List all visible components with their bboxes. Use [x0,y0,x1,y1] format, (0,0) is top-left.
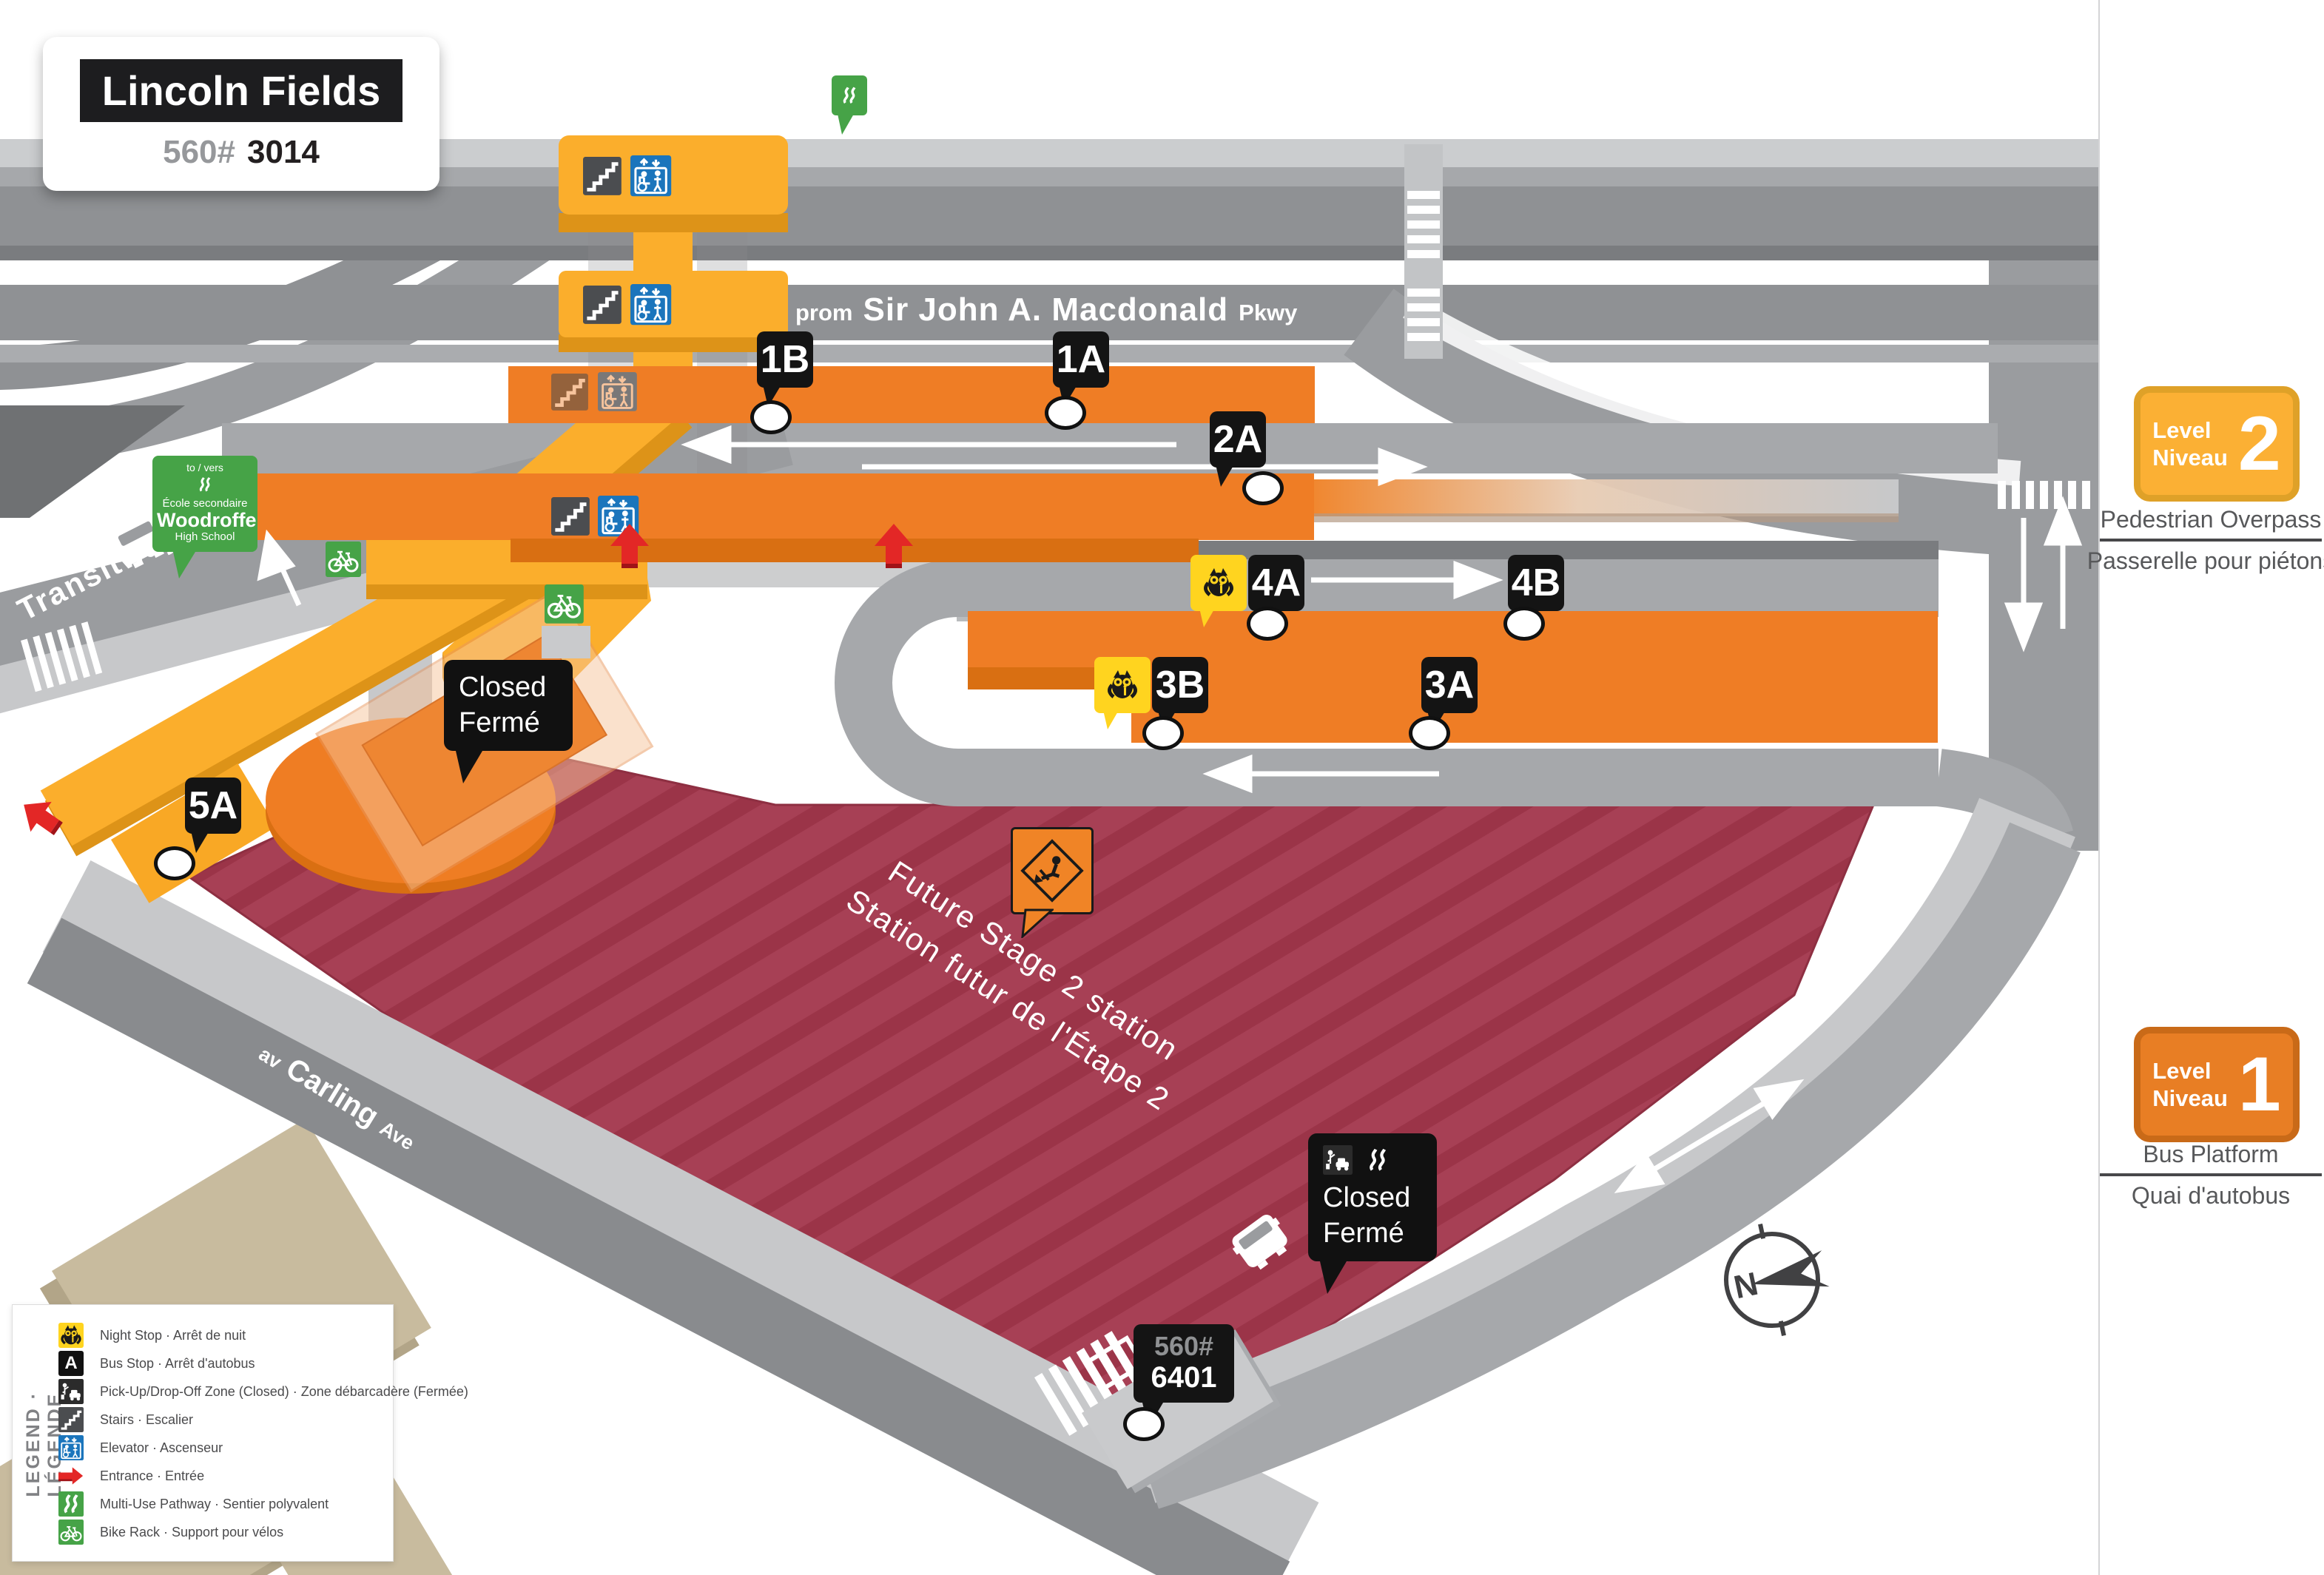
night-stop-icon [1190,555,1247,627]
divider-line [2100,1173,2322,1176]
station-name: Lincoln Fields [79,59,403,122]
closed-building-callout: Closed Fermé [444,660,573,783]
traffic-arrows [257,425,2083,1194]
stop-callout-3b: 3B [1094,657,1208,732]
platform-2 [222,473,1314,540]
stop-callout-4a: 4A [1190,555,1304,630]
stop-callout-4b: 4B [1508,555,1564,630]
level-1-badge: Level Niveau 1 [2134,1027,2300,1142]
bus-stop-icon: A [58,1351,84,1376]
stop-marker-4b [1503,607,1545,641]
level-1-caption-fr: Quai d'autobus [2131,1182,2291,1209]
stop-callout-5a: 5A [185,778,241,853]
stop-marker-1a [1045,396,1086,430]
stop-callout-1a: 1A [1053,331,1109,407]
stop-marker-3b [1142,716,1184,750]
legend-item-entrance: Entrance · Entrée [58,1462,387,1490]
crosswalk-transitway [20,621,103,692]
loop-access-road [1135,822,2081,1509]
elevator-icon [58,1435,84,1460]
night-stop-icon [58,1323,84,1348]
night-stop-icon [1094,657,1151,729]
pickup-dropoff-icon [1323,1145,1353,1175]
legend-item-pickup-dropoff: Pick-Up/Drop-Off Zone (Closed) · Zone dé… [58,1377,468,1406]
stop-callout-2a: 2A [1210,411,1266,487]
parkway-westbound [0,285,2098,340]
crosswalk-right [1998,481,2090,509]
construction-sign [1011,827,1094,914]
station-title-card: Lincoln Fields 560#3014 [43,37,439,191]
stop-marker-3a [1409,716,1450,750]
multi-use-pathway-icon [195,475,215,494]
level-2-caption-fr: Passerelle pour piétons [2086,547,2324,574]
legend-panel: LEGEND · LÉGENDE Night Stop · Arrêt de n… [12,1304,468,1562]
closed-pickup-callout: Closed Fermé [1308,1133,1437,1294]
legend-item-stairs: Stairs · Escalier [58,1406,387,1434]
sidebar-divider [2098,0,2100,1575]
level-2-badge: Level Niveau 2 [2134,386,2300,502]
platform-1 [508,366,1315,423]
pickup-dropoff-icon [58,1379,84,1404]
compass: N [1724,1224,1830,1336]
station-stop-code: 560#3014 [163,134,320,170]
legend-item-bike-rack: Bike Rack · Support pour vélos [58,1518,387,1546]
multi-use-pathway-icon [832,75,867,135]
bike-rack-icon [324,540,590,658]
legend-item-multi-use-pathway: Multi-Use Pathway · Sentier polyvalent [58,1490,387,1518]
stop-marker-6401 [1123,1407,1165,1441]
legend-item-night-stop: Night Stop · Arrêt de nuit [58,1321,387,1349]
divider-line [2100,539,2322,542]
level-2-caption-en: Pedestrian Overpass [2100,506,2322,533]
carling-road [27,917,1290,1575]
farside-stop-callout: 560# 6401 [1134,1324,1234,1428]
school-sign: to / vers École secondaire Woodroffe Hig… [152,456,257,579]
crosswalk-parkway [1404,144,1443,359]
stop-marker-1b [750,400,792,434]
legend-item-bus-stop: A Bus Stop · Arrêt d'autobus [58,1349,387,1377]
legend-item-elevator: Elevator · Ascenseur [58,1434,387,1462]
stairs-icon [58,1407,84,1432]
stop-marker-4a [1247,607,1288,641]
stop-callout-1b: 1B [757,331,813,407]
parkway-eastbound [0,186,2098,246]
construction-sign-tail [1021,908,1054,938]
stop-marker-5a [154,846,195,880]
svg-text:N: N [1731,1266,1761,1306]
parkway-label: prom Sir John A. Macdonald Pkwy [795,291,1298,328]
multi-use-pathway-icon [58,1491,84,1517]
stop-callout-3a: 3A [1421,657,1478,732]
bus-loop-road [835,559,1939,806]
multi-use-pathway-icon [1363,1145,1392,1175]
bike-rack-icon [58,1520,84,1545]
entrance-icon [58,1463,84,1488]
level-1-caption-en: Bus Platform [2143,1141,2279,1167]
stop-marker-2a [1242,471,1284,505]
